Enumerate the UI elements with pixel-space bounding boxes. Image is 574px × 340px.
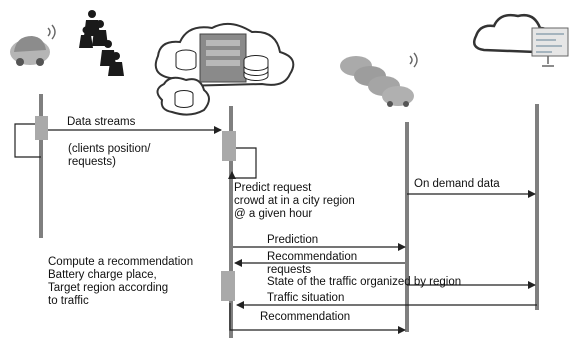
label-prediction: Prediction	[267, 234, 319, 246]
label-predict-request-1: Predict request	[234, 182, 312, 194]
activation-client	[35, 116, 48, 140]
crowd-icon	[79, 10, 124, 76]
cloud-map-service-icon	[473, 13, 569, 67]
label-recommendation: Recommendation	[260, 311, 351, 323]
label-state-of-traffic: State of the traffic organized by region	[267, 276, 462, 288]
label-predict-request-2: crowd at in a city region	[234, 195, 355, 207]
activation-cloud-1	[222, 131, 236, 161]
label-compute-recommendation-4: to traffic	[48, 295, 89, 307]
label-compute-recommendation-3: Target region according	[48, 282, 169, 294]
arrow-client-self-loop	[14, 123, 41, 158]
vehicle-fleet-icon	[340, 52, 418, 107]
label-data-streams-note-1: (clients position/	[68, 143, 151, 155]
label-on-demand-data: On demand data	[414, 178, 500, 190]
label-predict-request-3: @ a given hour	[234, 208, 313, 220]
arrow-predict-self-loop	[228, 147, 257, 179]
label-compute-recommendation-2: Battery charge place,	[48, 269, 157, 281]
label-data-streams: Data streams	[67, 116, 136, 128]
label-data-streams-note-2: requests)	[68, 156, 116, 168]
arrow-recommendation	[229, 303, 406, 334]
label-recommendation-requests-1: Recommendation	[267, 251, 358, 263]
label-traffic-situation: Traffic situation	[267, 292, 345, 304]
label-compute-recommendation-1: Compute a recommendation	[48, 256, 194, 268]
car-client-icon	[10, 24, 56, 66]
cloud-database-icon	[154, 22, 295, 116]
label-recommendation-requests-2: requests	[267, 264, 312, 276]
activation-cloud-2	[221, 271, 235, 301]
